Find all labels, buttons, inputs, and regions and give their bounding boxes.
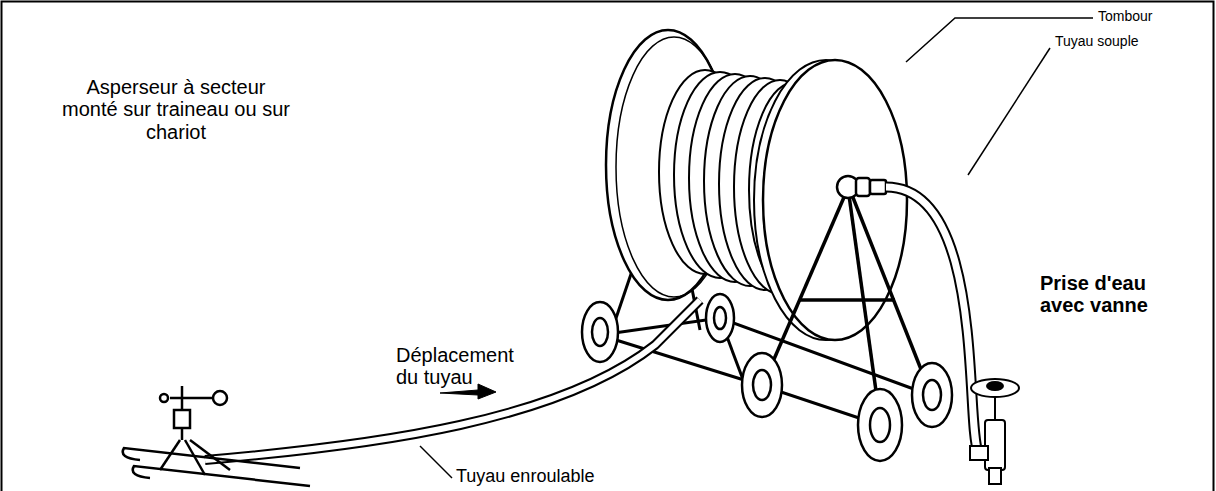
part-label: Prise d'eau avec vanne — [1040, 272, 1168, 317]
flexible-hose — [886, 187, 978, 452]
leader-line — [420, 18, 1093, 478]
sprinkler-sled — [123, 386, 310, 486]
part-label: Tuyau souple — [1055, 34, 1205, 50]
reel-frame-front — [765, 188, 930, 420]
flexible-hose — [886, 187, 978, 452]
part-label: Asperseur à secteur monté sur traineau o… — [60, 76, 292, 143]
part-label: Tombour — [1098, 9, 1208, 25]
water-valve — [970, 379, 1019, 484]
reelable-hose — [205, 300, 700, 460]
drum-flange — [763, 60, 907, 340]
wheel — [742, 353, 952, 461]
hub-coupling — [837, 176, 886, 198]
part-label: Tuyau enroulable — [456, 466, 656, 486]
reelable-hose — [205, 300, 700, 460]
wheel — [582, 294, 734, 362]
part-label: Déplacement du tuyau — [396, 344, 528, 389]
